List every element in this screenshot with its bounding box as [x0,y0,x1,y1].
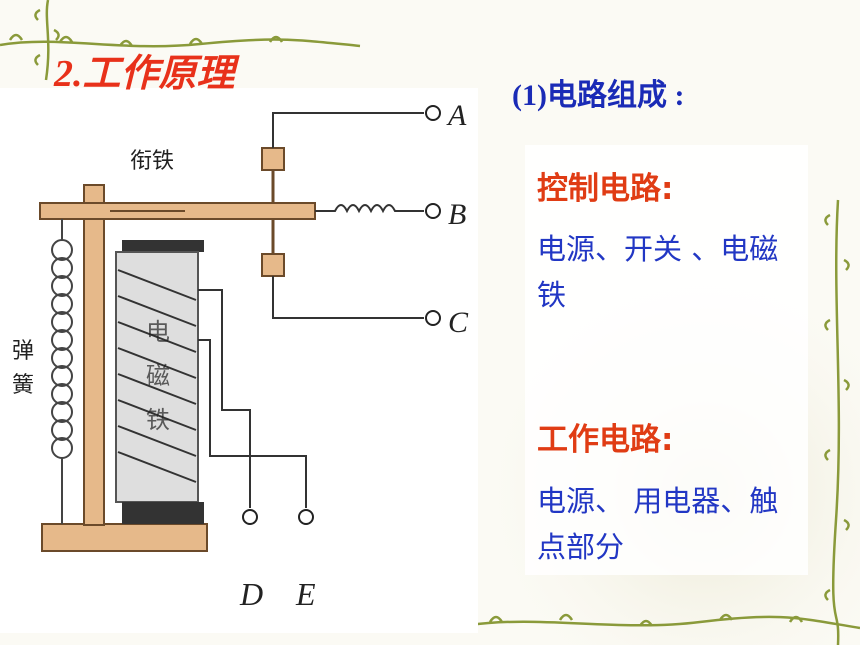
terminal-e-label: E [295,576,316,612]
control-circuit-items: 电源、开关 、电磁铁 [537,232,779,312]
coil-windings [117,269,197,483]
section-heading: (1)电路组成 : [512,79,685,112]
magnet-core-bottom [122,502,204,524]
base-plate [41,523,208,552]
upper-contact [261,147,285,171]
terminal-a-label: A [446,99,467,132]
terminal-a [425,105,441,121]
lower-contact [261,253,285,277]
work-circuit-heading: 工作电路: [537,422,674,458]
control-circuit-heading: 控制电路: [537,171,674,207]
wire-e [198,339,307,508]
terminal-b-label: B [448,198,466,231]
wire-d [198,289,251,508]
vine-right-border [824,199,850,645]
vine-left-stem [34,0,60,81]
magnet-label-1: 电 [146,318,170,346]
magnet-label-2: 磁 [146,362,170,390]
vine-bottom-border [469,613,860,630]
magnet-coil [115,251,199,503]
wire-b-coil [315,204,424,214]
spring-label-2: 簧 [12,373,34,398]
wire-c [272,276,424,319]
terminal-c-label: C [448,306,469,339]
terminal-b [425,203,441,219]
magnet-core-top [122,240,204,252]
vine-top-border [0,33,361,48]
terminal-c [425,310,441,326]
terminal-e [298,509,314,525]
relay-diagram: 衔铁 弹 簧 电 磁 铁 A B C D E [0,88,478,633]
armature-label: 衔铁 [130,149,174,174]
magnet-label-3: 铁 [146,406,170,434]
terminal-d-label: D [239,576,263,612]
pillar [83,184,105,526]
wire-a [272,112,424,148]
spring [51,219,73,524]
terminal-d [242,509,258,525]
slide-title: 2.工作原理 [54,53,235,95]
spring-label-1: 弹 [12,339,34,364]
work-circuit-items: 电源、 用电器、触点部分 [537,484,779,564]
